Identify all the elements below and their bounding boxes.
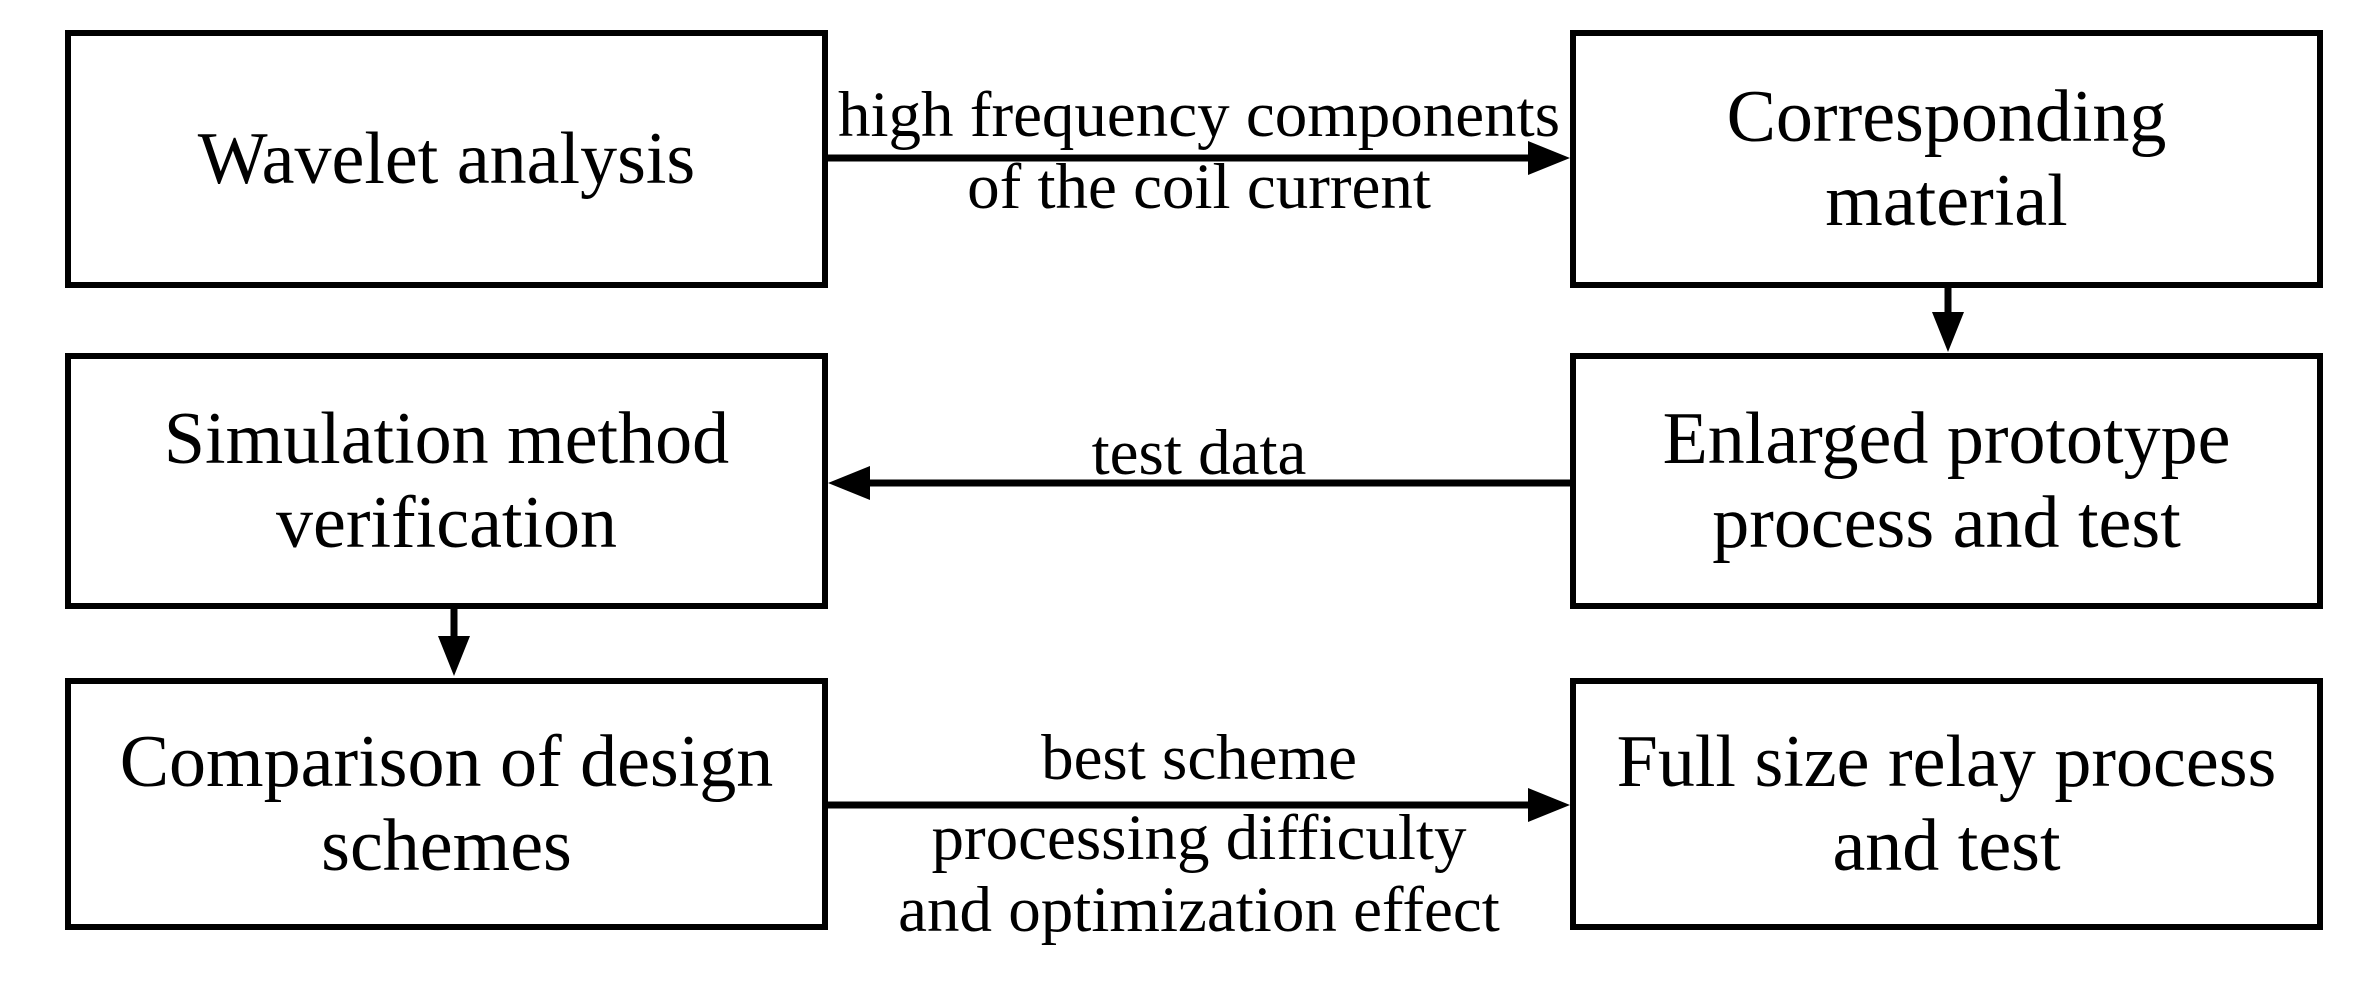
box-corresponding-material-line1: Corresponding [1726,76,2167,158]
arrow-label-best-scheme: best scheme [749,722,1649,794]
arrow-label-test-data-line1: test data [1091,417,1307,489]
box-comparison-of-design-schemes-line2: schemes [321,805,572,887]
box-corresponding-material: Corresponding material [1570,30,2323,288]
box-enlarged-prototype-line2: process and test [1712,482,2181,564]
arrow-label-processing-difficulty-line2: and optimization effect [898,874,1500,946]
box-wavelet-analysis-line1: Wavelet analysis [197,118,696,200]
box-corresponding-material-line2: material [1825,160,2068,242]
box-wavelet-analysis: Wavelet analysis [65,30,828,288]
box-full-size-relay-line2: and test [1832,805,2061,887]
box-simulation-method-verification: Simulation method verification [65,353,828,609]
box-comparison-of-design-schemes-line1: Comparison of design [119,721,774,803]
arrow-label-high-frequency-components-line2: of the coil current [967,151,1431,223]
arrow-comparison-to-fullsize [828,788,1570,822]
box-simulation-method-verification-line1: Simulation method [163,398,730,480]
box-comparison-of-design-schemes: Comparison of design schemes [65,678,828,930]
arrow-label-processing-difficulty-line1: processing difficulty [931,802,1467,874]
arrow-label-best-scheme-line1: best scheme [1041,722,1357,794]
arrow-label-test-data: test data [749,417,1649,489]
box-full-size-relay-line1: Full size relay process [1616,721,2277,803]
arrow-label-high-frequency-components: high frequency components of the coil cu… [749,79,1649,223]
box-simulation-method-verification-line2: verification [275,482,618,564]
arrow-prototype-to-simulation [828,466,1570,500]
arrow-wavelet-to-material [828,141,1570,175]
arrow-simulation-to-comparison [438,609,470,676]
arrow-label-high-frequency-components-line1: high frequency components [837,79,1560,151]
box-full-size-relay-process-and-test: Full size relay process and test [1570,678,2323,930]
arrow-material-to-prototype [1932,288,1964,352]
box-enlarged-prototype-process-and-test: Enlarged prototype process and test [1570,353,2323,609]
box-enlarged-prototype-line1: Enlarged prototype [1662,398,2231,480]
arrow-label-processing-difficulty: processing difficulty and optimization e… [749,802,1649,946]
